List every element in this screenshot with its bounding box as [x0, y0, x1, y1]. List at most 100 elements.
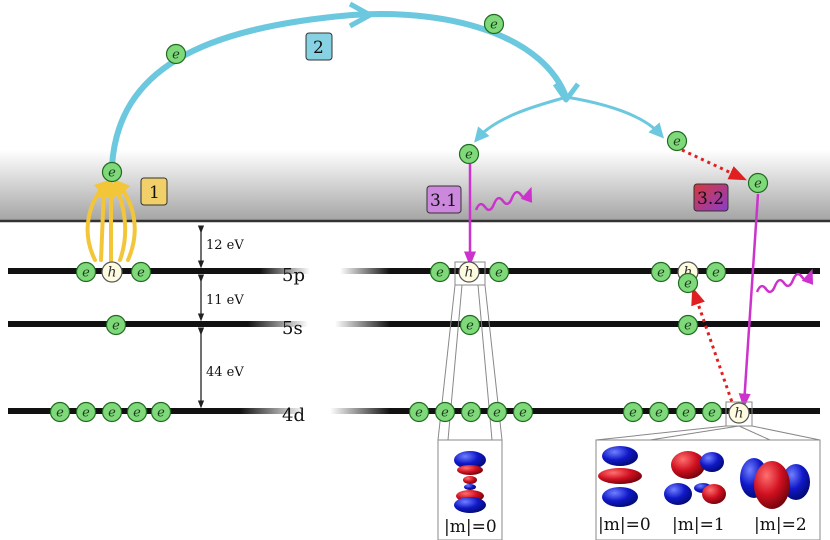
electron: e: [622, 401, 644, 423]
m-label-2: |m|=2: [754, 515, 807, 535]
electron-label: e: [466, 319, 474, 334]
gap-label-bottom: 44 eV: [206, 365, 244, 380]
step-label-3-1: 3.1: [426, 185, 462, 214]
electron: e: [458, 143, 480, 165]
electron-label: e: [682, 406, 690, 421]
svg-text:2: 2: [313, 38, 324, 58]
m-label-1: |m|=1: [672, 515, 725, 535]
electron-label: e: [108, 406, 116, 421]
electron-label: e: [684, 319, 692, 334]
trajectory-path: [109, 11, 665, 169]
electron-label: e: [467, 406, 475, 421]
electron-label: e: [172, 48, 180, 63]
electron: e: [650, 261, 672, 283]
electron-label: e: [415, 406, 423, 421]
electron: e: [130, 261, 152, 283]
electron: e: [460, 401, 482, 423]
electron: e: [666, 130, 688, 152]
ionization-arrows: [85, 179, 137, 264]
hole: h: [458, 261, 480, 283]
photon-wave-3-2: [755, 268, 814, 294]
electron: e: [429, 261, 451, 283]
electron-label: e: [519, 406, 527, 421]
vacuum-gradient: [0, 150, 830, 221]
electron: e: [165, 43, 187, 65]
svg-text:3.2: 3.2: [697, 189, 724, 209]
electron: e: [483, 13, 505, 35]
gap-label-mid: 11 eV: [206, 293, 244, 308]
zoom-box-right: [595, 401, 821, 540]
electron: e: [105, 314, 127, 336]
level-4d: [8, 408, 820, 414]
electron: e: [126, 401, 148, 423]
m-label-left: |m|=0: [444, 517, 497, 537]
svg-text:1: 1: [149, 183, 160, 203]
orbital-label-5p: 5p: [282, 265, 305, 286]
electron-label: e: [495, 266, 503, 281]
electron-label: e: [712, 266, 720, 281]
level-5s: [8, 321, 820, 327]
electron: e: [705, 261, 727, 283]
hole-label: h: [683, 265, 692, 281]
electron-label: e: [137, 266, 145, 281]
electron-label: e: [657, 266, 665, 281]
orbital-m0: [598, 446, 642, 507]
step-label-2: 2: [305, 32, 333, 61]
electron: e: [434, 401, 456, 423]
electron-label: e: [133, 406, 141, 421]
orbital-m0-left: [454, 451, 486, 513]
electron: e: [512, 401, 534, 423]
electron: e: [675, 401, 697, 423]
hole-label: h: [107, 265, 116, 281]
electron-label: e: [56, 406, 64, 421]
gap-label-top: 12 eV: [206, 238, 244, 253]
auger-path: [691, 286, 736, 409]
electron: e: [677, 314, 699, 336]
electron: e: [486, 401, 508, 423]
electron-label: e: [108, 166, 116, 181]
svg-text:3.1: 3.1: [430, 191, 457, 211]
electron: e: [488, 261, 510, 283]
electron: e: [49, 401, 71, 423]
trajectory-arrowhead-top: [348, 1, 373, 29]
electron: e: [75, 261, 97, 283]
electron: e: [677, 272, 699, 294]
electron-label: e: [655, 406, 663, 421]
electron-label: e: [441, 406, 449, 421]
hole-label: h: [734, 406, 743, 422]
electron: e: [101, 161, 123, 183]
orbital-m2: [740, 458, 810, 509]
electron-label: e: [82, 266, 90, 281]
electron: e: [75, 401, 97, 423]
electron-label: e: [490, 18, 498, 33]
hole-label: h: [464, 265, 473, 281]
orbital-label-4d: 4d: [282, 405, 305, 426]
electron-label: e: [493, 406, 501, 421]
electron-label: e: [157, 406, 165, 421]
electron: e: [701, 401, 723, 423]
step-label-3-2: 3.2: [693, 183, 729, 212]
electron-label: e: [754, 177, 762, 192]
hole: h: [101, 261, 123, 283]
recombination-path-3-2: [738, 193, 760, 409]
electron: e: [101, 401, 123, 423]
orbital-label-5s: 5s: [282, 318, 303, 339]
photon-wave-3-1: [474, 186, 533, 212]
trajectory-arrowhead-split: [552, 82, 580, 103]
electron-label: e: [436, 266, 444, 281]
step-label-1: 1: [140, 177, 168, 206]
electron-label: e: [112, 319, 120, 334]
m-label-0: |m|=0: [598, 515, 651, 535]
electron-label: e: [673, 135, 681, 150]
electron: e: [150, 401, 172, 423]
electron: e: [747, 172, 769, 194]
electron-label: e: [465, 148, 473, 163]
orbital-m1: [664, 451, 726, 505]
electron-label: e: [684, 277, 692, 292]
electron: e: [459, 314, 481, 336]
electron: e: [648, 401, 670, 423]
electron-label: e: [629, 406, 637, 421]
electron: e: [408, 401, 430, 423]
electron-label: e: [708, 406, 716, 421]
